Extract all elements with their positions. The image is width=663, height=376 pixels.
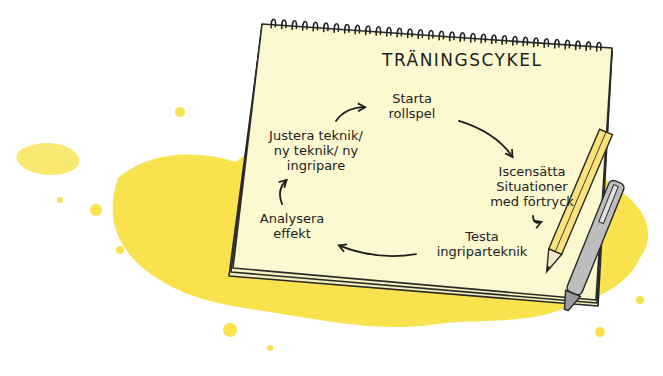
pencil-tip xyxy=(540,249,561,275)
pen-clip xyxy=(599,185,619,224)
spiral-binding xyxy=(271,19,601,51)
spiral-loop xyxy=(534,38,538,47)
cycle-step: Testa ingriparteknik xyxy=(421,227,543,261)
splash-dot xyxy=(90,204,102,216)
spiral-loop xyxy=(460,33,464,42)
step-text: Iscensätta Situationer med förtryck xyxy=(484,164,580,209)
pencil-lead xyxy=(545,266,551,273)
spiral-loop xyxy=(523,37,527,46)
spiral-loop xyxy=(303,21,307,30)
spiral-loop xyxy=(324,23,328,32)
spiral-loop xyxy=(597,42,601,51)
spiral-loop xyxy=(418,30,422,39)
splash-dot xyxy=(267,345,273,351)
spiral-loop xyxy=(387,27,391,36)
notepad-page xyxy=(233,24,612,300)
spiral-loop xyxy=(544,39,548,48)
cycle-step: Iscensätta Situationer med förtryck xyxy=(482,162,582,211)
spiral-loop xyxy=(471,33,475,42)
spiral-loop xyxy=(565,40,569,49)
spiral-loop xyxy=(355,25,359,34)
spiral-loop xyxy=(481,34,485,43)
cycle-arrow xyxy=(459,121,513,157)
step-text: Starta rollspel xyxy=(372,91,452,121)
step-text: Testa ingriparteknik xyxy=(423,229,541,259)
notepad xyxy=(229,24,612,306)
splash-dot xyxy=(175,107,185,117)
spiral-loop xyxy=(439,31,443,40)
step-text: Analysera effekt xyxy=(252,211,332,241)
spiral-loop xyxy=(429,30,433,39)
spiral-loop xyxy=(408,29,412,38)
spiral-loop xyxy=(586,42,590,51)
spiral-loop xyxy=(366,26,370,35)
pen-tip xyxy=(559,290,581,313)
cycle-arrow xyxy=(533,216,541,223)
splash-dot xyxy=(57,197,63,203)
cycle-step: Analysera effekt xyxy=(250,209,334,243)
spiral-loop xyxy=(555,39,559,48)
step-text: Justera teknik/ ny teknik/ ny ingripare xyxy=(263,128,369,173)
splash-dot xyxy=(223,323,237,337)
spiral-loop xyxy=(345,24,349,33)
spiral-loop xyxy=(282,20,286,29)
pen-body xyxy=(566,179,626,296)
splash-dot xyxy=(636,296,644,304)
splash-blob xyxy=(16,143,79,175)
cycle-arrow xyxy=(280,180,287,204)
cycle-step: Starta rollspel xyxy=(370,89,454,123)
spiral-loop xyxy=(492,35,496,44)
spiral-loop xyxy=(376,27,380,36)
cycle-arrow xyxy=(339,245,416,256)
cycle-step: Justera teknik/ ny teknik/ ny ingripare xyxy=(261,126,371,175)
cycle-arrow xyxy=(336,107,365,121)
spiral-loop xyxy=(397,28,401,37)
spiral-loop xyxy=(271,19,275,28)
spiral-loop xyxy=(313,22,317,31)
spiral-loop xyxy=(502,36,506,45)
splash-dot xyxy=(116,246,124,254)
spiral-loop xyxy=(576,41,580,50)
spiral-loop xyxy=(334,24,338,33)
splash-dot xyxy=(595,327,605,337)
spiral-loop xyxy=(450,32,454,41)
spiral-loop xyxy=(513,36,517,45)
spiral-loop xyxy=(292,21,296,30)
diagram-title: TRÄNINGSCYKEL xyxy=(382,50,542,70)
